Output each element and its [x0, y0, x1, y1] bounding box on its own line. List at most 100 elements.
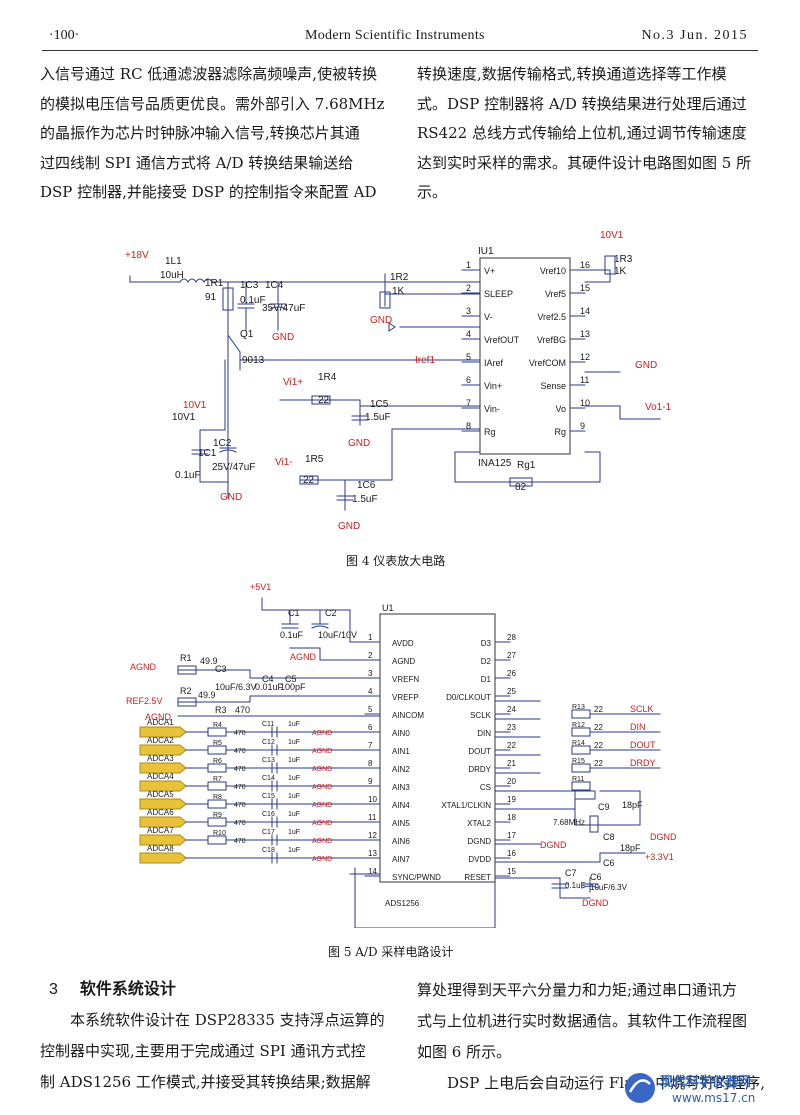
label: GND: [348, 438, 370, 449]
adc-input-name: ADCA6: [147, 808, 174, 817]
output-resistor: [571, 745, 591, 755]
pin-number: 8: [466, 421, 471, 431]
agnd-label: AGND: [312, 784, 332, 791]
resistor-value: 470: [234, 748, 246, 755]
adc-input-tag: [139, 798, 187, 810]
signal-name: DIN: [630, 722, 646, 732]
pin-name: AIN3: [392, 783, 410, 792]
resistor-value: 22: [594, 705, 603, 714]
pin-name: Vin+: [484, 381, 502, 391]
fig4-wires: [129, 269, 661, 511]
resistor-label: R5: [213, 740, 222, 747]
label: 1C4: [265, 280, 284, 291]
fig5-component-symbols: [177, 665, 599, 893]
pin-number: 6: [466, 375, 471, 385]
input-capacitor: [271, 744, 278, 756]
adc-input-name: ADCA5: [147, 790, 174, 799]
text-line: 示。: [417, 183, 448, 201]
resistor-value: 470: [234, 820, 246, 827]
input-resistor: [207, 763, 227, 773]
capacitor-symbol: [581, 877, 599, 893]
text-line: 入信号通过 RC 低通滤波器滤除高频噪声,使被转换: [40, 65, 378, 83]
label: +3.3V1: [645, 852, 674, 862]
resistor-label: R7: [213, 776, 222, 783]
pin-name: AGND: [392, 657, 415, 666]
pin-number: 16: [580, 260, 590, 270]
text-line: 转换速度,数据传输格式,转换通道选择等工作模: [417, 65, 727, 83]
label: GND: [220, 492, 242, 503]
resistor-value: 470: [234, 730, 246, 737]
resistor-symbol: [299, 475, 319, 485]
pin-number: 2: [368, 651, 373, 660]
label: +5V1: [250, 582, 271, 592]
input-capacitor: [271, 780, 278, 792]
pin-name: DVDD: [468, 855, 491, 864]
label: 35V/47uF: [262, 303, 305, 314]
label: AGND: [130, 662, 157, 672]
pin-number: 12: [368, 831, 377, 840]
capacitor-symbol: [351, 415, 369, 421]
pin-number: 9: [580, 421, 585, 431]
label: 91: [205, 292, 217, 303]
pin-name: AIN0: [392, 729, 410, 738]
capacitor-value: 1uF: [288, 739, 300, 746]
pin-number: 20: [507, 777, 516, 786]
label: 1L1: [165, 256, 182, 267]
text-line: 算处理得到天平六分量力和力矩;通过串口通讯方: [417, 981, 738, 999]
label: GND: [370, 315, 392, 326]
capacitor-value: 1uF: [288, 829, 300, 836]
resistor-symbol: [604, 255, 616, 275]
label: 18pF: [620, 843, 641, 853]
pin-number: 22: [507, 741, 516, 750]
fig4-pins: 1V+2SLEEP3V-4VrefOUT5IAref6Vin+7Vin-8Rg1…: [461, 260, 590, 437]
agnd-label: AGND: [312, 802, 332, 809]
pin-number: 16: [507, 849, 516, 858]
pin-number: 28: [507, 633, 516, 642]
resistor-value: 22: [594, 723, 603, 732]
pin-name: V-: [484, 312, 493, 322]
resistor-symbol: [311, 395, 331, 405]
pin-name: Vref2.5: [537, 312, 566, 322]
label: 100pF: [280, 682, 306, 692]
label: 1.5uF: [352, 494, 378, 505]
adc-input-name: ADCA1: [147, 718, 174, 727]
label: DGND: [540, 840, 567, 850]
input-resistor: [207, 835, 227, 845]
label: R1: [180, 653, 192, 663]
capacitor-value: 1uF: [288, 775, 300, 782]
watermark-url: www.ms17.cn: [672, 1091, 755, 1105]
fig4-component-labels: +18V 1L1 10uH 1R1 91 1C3 0.1uF 1C4 35V/4…: [125, 230, 672, 532]
label: R2: [180, 686, 192, 696]
label: C3: [215, 664, 227, 674]
header-rule: [42, 50, 758, 51]
resistor-label: R12: [572, 722, 585, 729]
pin-number: 27: [507, 651, 516, 660]
label: 0.1uF: [240, 295, 266, 306]
pin-name: Rg: [554, 427, 566, 437]
resistor-label: R4: [213, 722, 222, 729]
label: C5: [285, 674, 297, 684]
label: 470: [235, 705, 250, 715]
adc-input-tag: [139, 852, 187, 864]
label: DGND: [582, 898, 609, 908]
input-capacitor: [271, 834, 278, 846]
label: 9013: [242, 355, 265, 366]
right-column-top: 转换速度,数据传输格式,转换通道选择等工作模 式。DSP 控制器将 A/D 转换…: [417, 60, 751, 208]
adc-input-tag: [139, 726, 187, 738]
adc-input-tag: [139, 780, 187, 792]
text-line: DSP 控制器,并能接受 DSP 的控制指令来配置 AD: [40, 183, 377, 201]
label: 49.9: [200, 656, 218, 666]
resistor-value: 470: [234, 766, 246, 773]
pin-name: AIN6: [392, 837, 410, 846]
text-line: 式。DSP 控制器将 A/D 转换结果进行处理后通过: [417, 94, 747, 113]
label: 18pF: [622, 800, 643, 810]
signal-name: DRDY: [630, 758, 656, 768]
resistor-label: R9: [213, 812, 222, 819]
label: 1R5: [305, 454, 324, 465]
pin-name: Vin-: [484, 404, 500, 414]
label: Iref1: [415, 355, 435, 366]
output-resistor: [571, 781, 591, 791]
resistor-symbol: [177, 665, 197, 675]
